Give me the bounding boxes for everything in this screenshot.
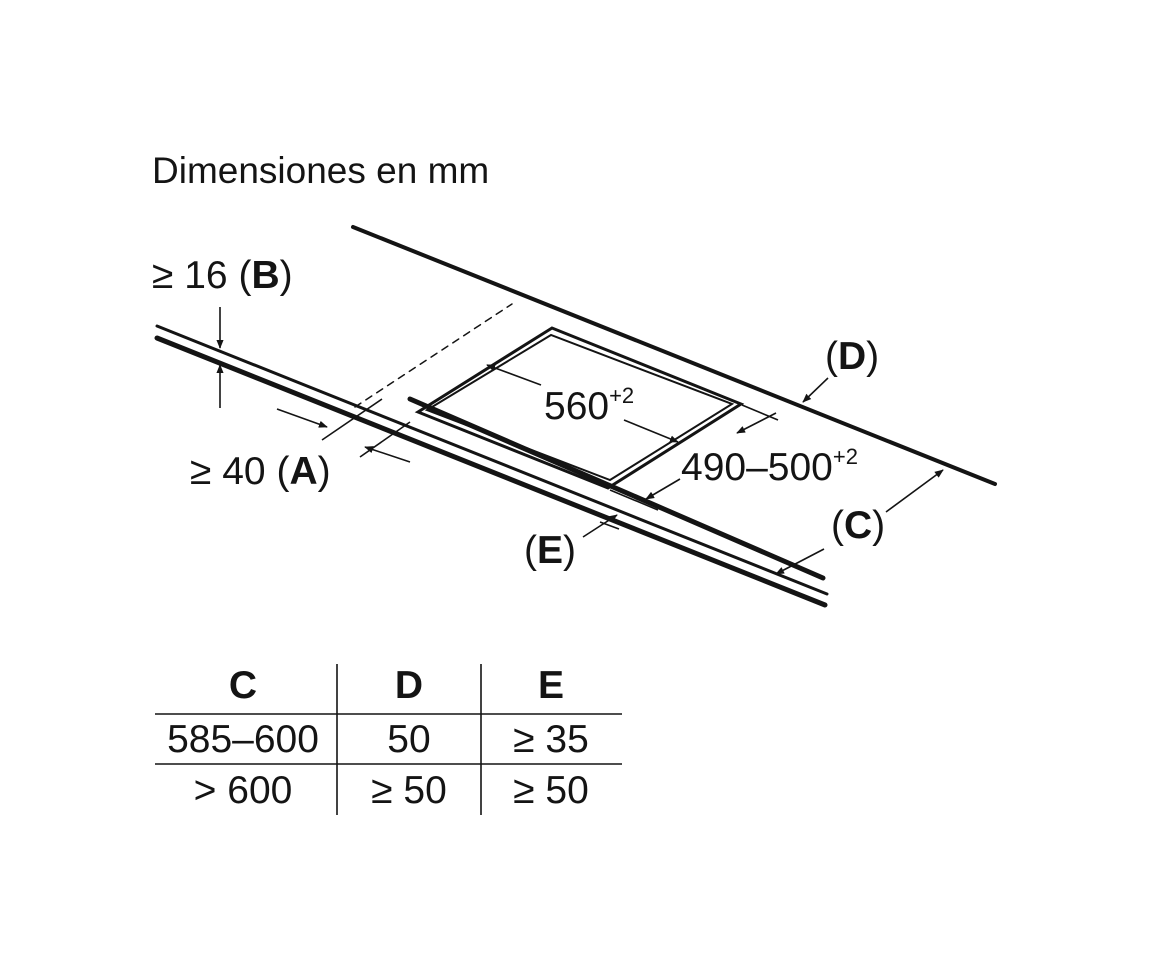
table-header-d: D: [395, 664, 423, 707]
table-header-e: E: [538, 664, 564, 707]
dimension-arrows: [216, 307, 944, 575]
wall-projection-dashed: [354, 303, 513, 408]
cutout-inner: [424, 333, 735, 482]
arrow-a-left: [276, 408, 328, 428]
e-tick: [599, 521, 620, 530]
arrow-a-right: [364, 446, 411, 463]
arrow-c-top: [885, 469, 944, 513]
arrow-a-extension: [321, 398, 383, 441]
arrow-c-bottom: [775, 548, 825, 575]
cutout-outer: [414, 326, 745, 490]
cutout-opening: [414, 326, 745, 490]
table-cell: ≥ 50: [513, 769, 589, 812]
depth-extension-top: [741, 404, 779, 421]
clearance-table: C D E 585–600 50 ≥ 35 > 600 ≥ 50 ≥ 50: [155, 664, 622, 815]
label-width: 560+2: [544, 383, 634, 428]
arrow-e: [582, 514, 618, 538]
wall-edge-line: [351, 225, 997, 486]
worktop-front-edge-bottom: [154, 335, 828, 608]
label-e: (E): [524, 529, 576, 572]
arrow-depth-bottom: [645, 478, 681, 500]
table-cell: 585–600: [167, 718, 319, 761]
diagram-title: Dimensiones en mm: [152, 150, 489, 191]
arrow-d: [802, 377, 829, 403]
arrow-width-a: [486, 364, 542, 386]
table-cell: ≥ 35: [513, 718, 589, 761]
table-cell: > 600: [194, 769, 293, 812]
label-depth: 490–500+2: [681, 444, 858, 489]
label-c: (C): [831, 504, 885, 547]
depth-extension-bottom: [609, 489, 659, 511]
arrow-width-b: [623, 419, 679, 443]
worktop-front-edge-top: [155, 324, 829, 596]
label-b: ≥ 16 (B): [152, 254, 293, 297]
label-a: ≥ 40 (A): [190, 450, 331, 493]
arrow-a-extension-2: [359, 421, 411, 458]
table-header-c: C: [229, 664, 257, 707]
table-cell: ≥ 50: [371, 769, 447, 812]
table-cell: 50: [387, 718, 430, 761]
label-d: (D): [825, 335, 879, 378]
